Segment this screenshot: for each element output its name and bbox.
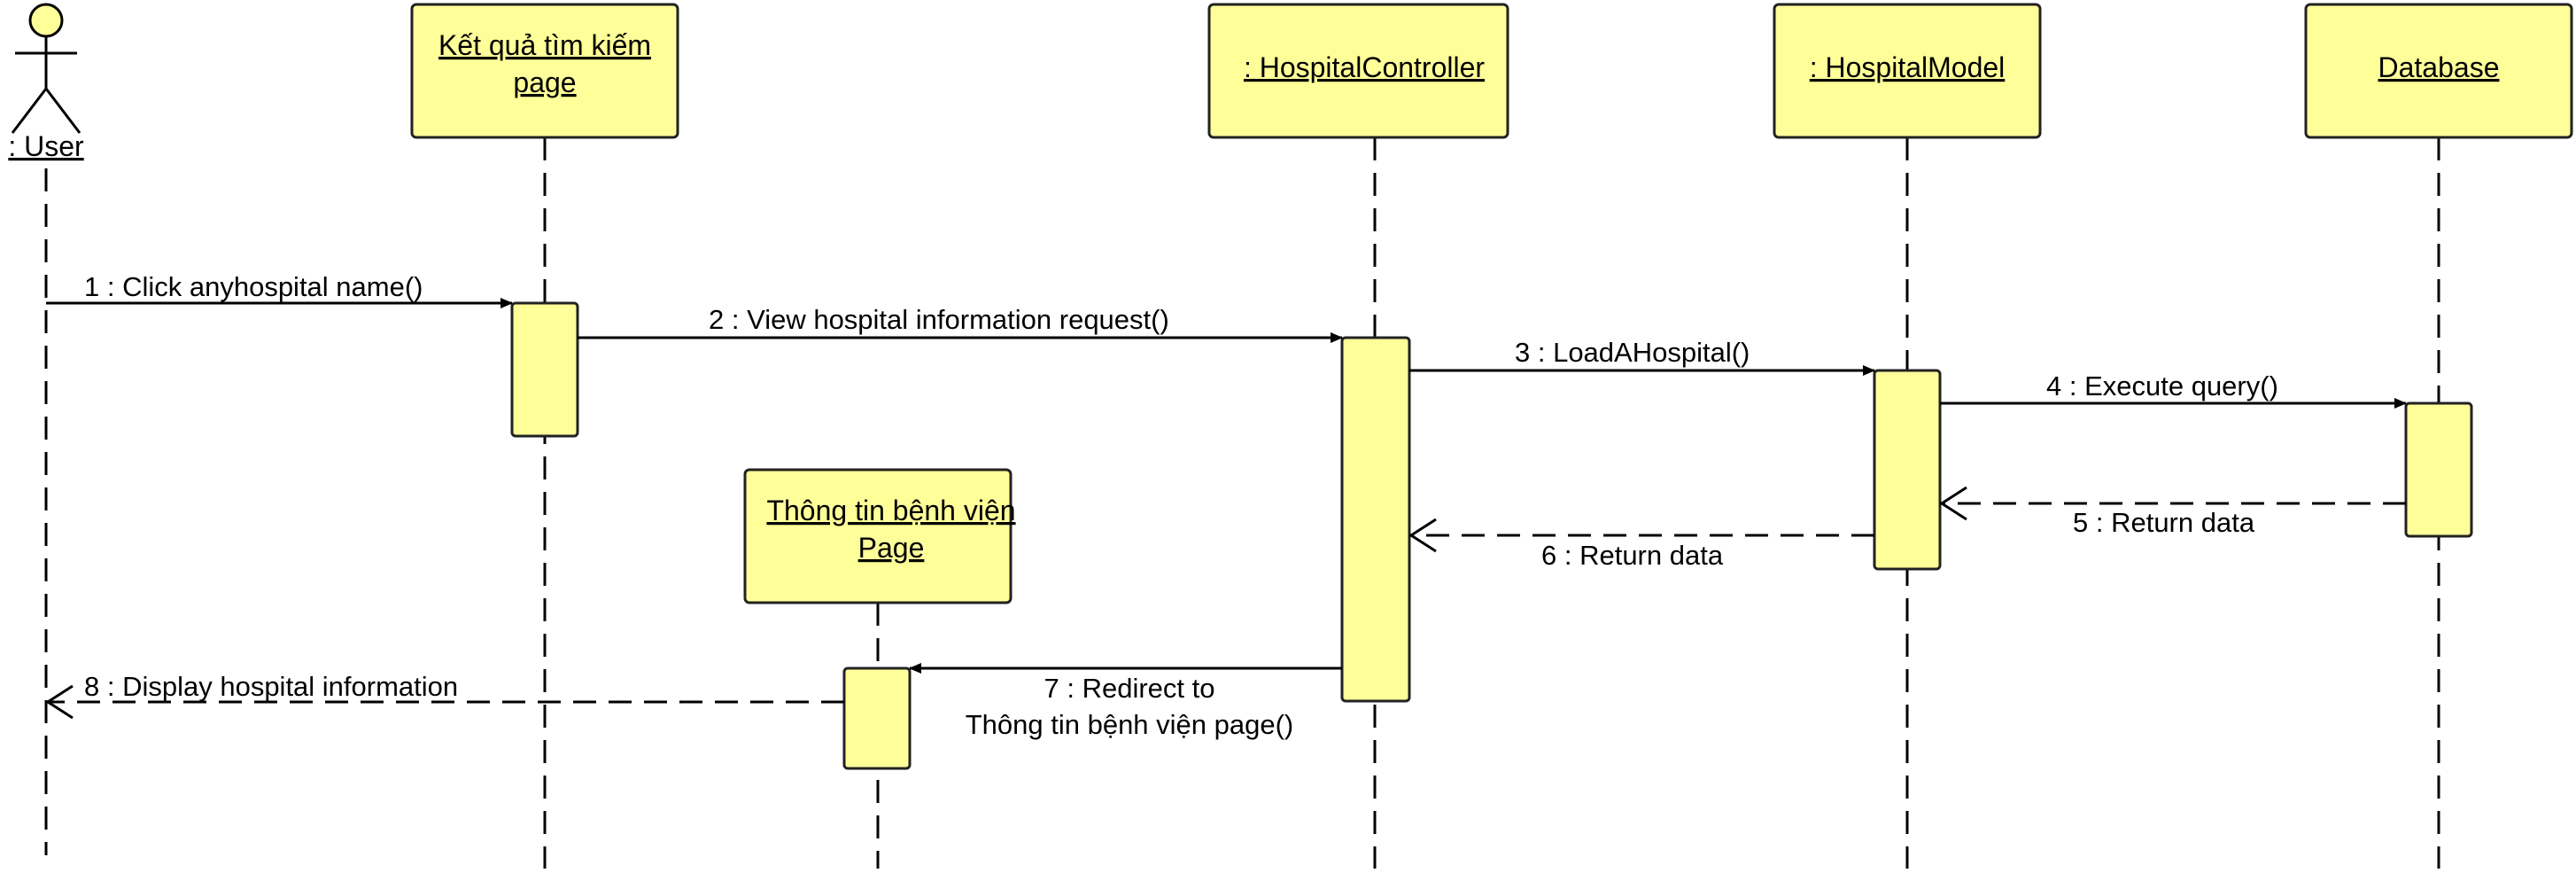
message-4: 4 : Execute query() [1940,370,2407,409]
actor-user-icon [11,3,81,134]
message-label: 1 : Click anyhospital name() [84,271,423,302]
lifeline-name-line: Database [2378,51,2500,83]
message-8: 8 : Display hospital information [45,671,844,720]
actor-user-label: : User [8,130,84,162]
message-5: 5 : Return data [1939,486,2406,538]
message-label: 7 : Redirect to [1044,673,1215,704]
message-label: 2 : View hospital information request() [709,304,1169,335]
lifeline-head-hospital-controller: : HospitalController [1207,3,1509,139]
message-1: 1 : Click anyhospital name() [46,271,513,308]
message-label: Thông tin bệnh viện page() [966,709,1294,740]
message-label: 6 : Return data [1541,540,1724,571]
lifeline-head-results-page: Kết quả tìm kiếm page [410,3,679,139]
activation-hospital-model [1873,369,1942,571]
message-6: 6 : Return data [1408,518,1874,571]
lifeline-head-hospital-model: : HospitalModel [1773,3,2042,139]
activation-database [2404,401,2473,538]
lifeline-name-line: page [513,66,576,98]
activation-results-page [510,301,579,438]
message-2: 2 : View hospital information request() [578,304,1343,343]
lifeline-head-database: Database [2304,3,2573,139]
lifeline-name-line: : HospitalModel [1810,51,2006,83]
message-label: 4 : Execute query() [2046,370,2278,401]
lifeline-head-info-page: Thông tin bệnh viện Page [743,468,1016,604]
message-7: 7 : Redirect to Thông tin bệnh viện page… [909,663,1342,740]
message-3: 3 : LoadAHospital() [1409,337,1875,376]
lifeline-name-line: : HospitalController [1244,51,1485,83]
message-label: 8 : Display hospital information [84,671,458,702]
message-label: 5 : Return data [2073,507,2255,538]
lifeline-name-line: Kết quả tìm kiếm [438,29,651,61]
lifeline-name-line: Page [858,532,925,564]
message-label: 3 : LoadAHospital() [1515,337,1750,368]
activation-hospital-controller [1340,336,1411,703]
lifeline-name-line: Thông tin bệnh viện [766,495,1015,526]
activation-info-page [842,666,912,770]
